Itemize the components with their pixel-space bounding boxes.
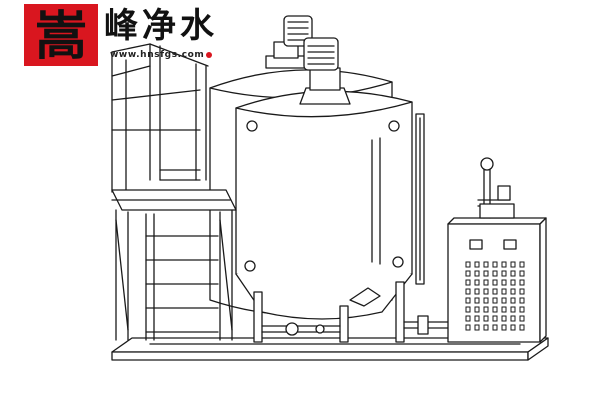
- seal-glyph: 嵩: [35, 6, 87, 66]
- front-tank: [235, 90, 413, 343]
- brand-url-line: www.hnsfgs.com: [110, 50, 213, 60]
- vent-slot: [474, 324, 480, 331]
- vent-slot: [483, 297, 489, 304]
- vent-slot: [465, 279, 471, 286]
- vent-slot: [492, 324, 498, 331]
- vent-slot: [510, 297, 516, 304]
- platform-frame: [111, 43, 237, 341]
- vent-slot: [510, 315, 516, 322]
- vent-slot: [519, 270, 525, 277]
- vent-slot: [510, 261, 516, 268]
- brand-url[interactable]: www.hnsfgs.com: [110, 50, 205, 60]
- valve-stand: [477, 157, 515, 219]
- vent-grid: [465, 261, 525, 331]
- vent-slot: [492, 270, 498, 277]
- vent-slot: [501, 270, 507, 277]
- base-skid: [111, 337, 549, 361]
- brand-dot: [206, 51, 213, 58]
- vent-slot: [501, 279, 507, 286]
- vent-slot: [510, 288, 516, 295]
- vent-slot: [474, 306, 480, 313]
- level-gauge: [415, 113, 425, 285]
- rear-motor: [265, 15, 313, 69]
- vent-slot: [501, 261, 507, 268]
- vent-slot: [501, 306, 507, 313]
- brand-name: 峰净水: [104, 6, 218, 46]
- vent-slot: [483, 270, 489, 277]
- vent-slot: [501, 297, 507, 304]
- vent-slot: [465, 315, 471, 322]
- vent-slot: [483, 315, 489, 322]
- vent-slot: [483, 306, 489, 313]
- vent-slot: [492, 315, 498, 322]
- vent-slot: [510, 324, 516, 331]
- vent-slot: [492, 306, 498, 313]
- vent-slot: [519, 315, 525, 322]
- vent-slot: [465, 297, 471, 304]
- vent-slot: [519, 324, 525, 331]
- vent-slot: [492, 297, 498, 304]
- vent-slot: [474, 261, 480, 268]
- logo-seal: 嵩: [24, 4, 98, 66]
- vent-slot: [465, 288, 471, 295]
- vent-slot: [510, 306, 516, 313]
- seal-background: [24, 4, 98, 66]
- vent-slot: [510, 270, 516, 277]
- vent-slot: [465, 270, 471, 277]
- vent-slot: [492, 288, 498, 295]
- vent-slot: [483, 261, 489, 268]
- vent-slot: [465, 324, 471, 331]
- vent-slot: [483, 324, 489, 331]
- vent-slot: [519, 297, 525, 304]
- vent-slot: [483, 288, 489, 295]
- vent-slot: [501, 324, 507, 331]
- vent-slot: [501, 288, 507, 295]
- vent-slot: [474, 270, 480, 277]
- vent-slot: [465, 261, 471, 268]
- vent-slot: [474, 288, 480, 295]
- vent-slot: [510, 279, 516, 286]
- vent-slot: [483, 279, 489, 286]
- vent-slot: [474, 315, 480, 322]
- vent-slot: [492, 261, 498, 268]
- base-piping: [261, 315, 451, 336]
- vent-slot: [492, 279, 498, 286]
- vent-slot: [501, 315, 507, 322]
- vent-slot: [519, 288, 525, 295]
- front-motor: [299, 37, 351, 105]
- vent-slot: [474, 279, 480, 286]
- vent-slot: [474, 297, 480, 304]
- vent-slot: [465, 306, 471, 313]
- vent-slot: [519, 279, 525, 286]
- vent-slot: [519, 306, 525, 313]
- vent-slot: [519, 261, 525, 268]
